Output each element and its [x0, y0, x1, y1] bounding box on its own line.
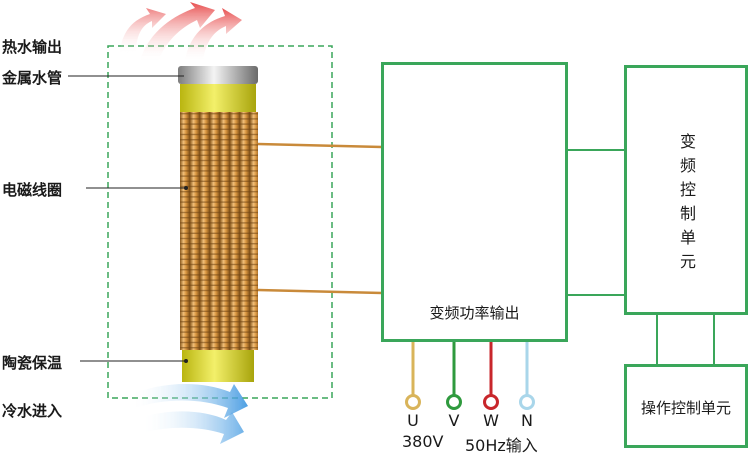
- power-output-label: 变频功率输出: [429, 304, 520, 322]
- terminal-u: [405, 394, 421, 410]
- terminal-w: [483, 394, 499, 410]
- terminal-v: [446, 394, 462, 410]
- label-ceramic: 陶瓷保温: [2, 354, 63, 372]
- label-hot-water-out: 热水输出: [2, 38, 63, 56]
- operation-control-label: 操作控制单元: [640, 399, 731, 417]
- terminal-n: [519, 394, 535, 410]
- label-metal-pipe: 金属水管: [2, 69, 63, 87]
- supply-frequency: 50Hz输入: [465, 436, 538, 455]
- power-output-unit: 变频功率输出: [381, 62, 568, 342]
- coil-lead-top: [257, 142, 384, 149]
- housing-dashed-frame: [107, 45, 333, 399]
- vfd-control-label: 变频控制单元: [679, 132, 696, 271]
- phase-v: V: [448, 411, 460, 430]
- phase-n: N: [521, 411, 533, 430]
- ceramic-bottom: [182, 350, 254, 382]
- metal-pipe-cap: [178, 66, 258, 84]
- vfd-control-unit: 变频控制单元: [624, 65, 748, 315]
- cold-water-arrows: [130, 384, 248, 444]
- coil-winding: [180, 112, 258, 350]
- phase-w: W: [483, 411, 499, 430]
- phase-u: U: [407, 411, 419, 430]
- label-coil: 电磁线圈: [2, 181, 63, 199]
- coil-lead-bottom: [257, 288, 384, 295]
- ceramic-top: [180, 84, 256, 114]
- hot-water-arrows: [120, 2, 242, 62]
- supply-voltage: 380V: [402, 432, 444, 451]
- operation-control-unit: 操作控制单元: [624, 364, 748, 448]
- label-cold-water-in: 冷水进入: [2, 402, 63, 420]
